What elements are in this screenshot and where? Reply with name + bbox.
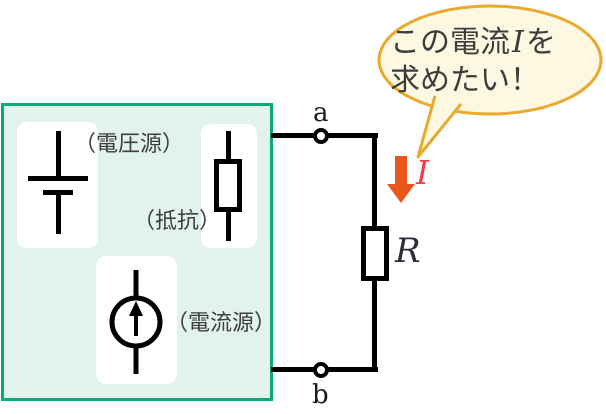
terminal-a-label: a [313, 98, 329, 128]
battery-plate-long [28, 176, 88, 181]
speech-bubble [377, 4, 603, 159]
resistor-label: （抵抗） [133, 208, 222, 233]
battery-lead-bottom [56, 195, 61, 234]
battery-lead-top [56, 131, 61, 177]
current-source-icon [109, 270, 163, 374]
bubble-line2: 求めたい！ [390, 64, 540, 97]
terminal-b [313, 362, 329, 378]
current-arrow-shaft [395, 156, 407, 185]
resistor-lead-bottom [226, 210, 231, 241]
bubble-line1-pre: この電流 [390, 26, 510, 59]
terminal-a [313, 128, 329, 144]
voltage-source-label: （電圧源） [74, 131, 185, 156]
speech-bubble-tail [416, 95, 463, 159]
resistor-lead-top [226, 131, 231, 161]
current-arrow-head [387, 184, 415, 203]
speech-bubble-text: この電流Iを 求めたい！ [390, 24, 556, 100]
resistor-body [214, 159, 242, 212]
current-I-label: I [416, 153, 430, 192]
current-source-label: （電流源） [166, 310, 277, 335]
battery-plate-short [43, 190, 73, 195]
resistor-R-label: R [395, 231, 421, 271]
bubble-line1-post: を [525, 26, 556, 59]
bubble-line1: この電流Iを [390, 24, 556, 62]
resistor-R-symbol [361, 226, 389, 281]
bubble-line1-var: I [512, 25, 524, 60]
terminal-b-label: b [312, 380, 329, 410]
